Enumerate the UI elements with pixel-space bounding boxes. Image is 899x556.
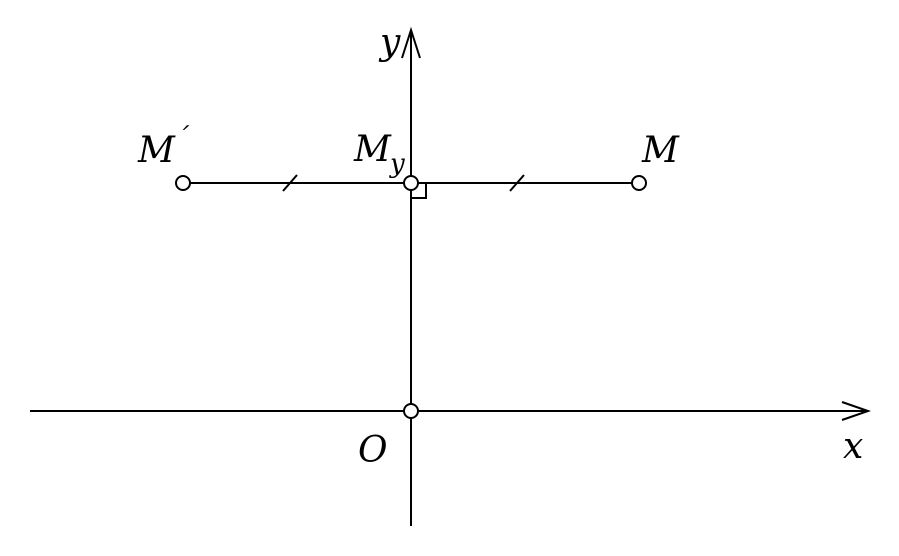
origin-label: O: [358, 430, 388, 471]
point-origin: [403, 403, 419, 419]
point-m-label: M: [641, 130, 680, 171]
y-axis: [401, 26, 421, 526]
right-angle-icon: [411, 183, 427, 199]
point-m-y-label: M: [353, 129, 392, 170]
point-m-y: [403, 175, 419, 191]
tick-mark-right-icon: [509, 174, 525, 192]
y-axis-label: y: [378, 22, 401, 63]
x-axis-label: x: [843, 426, 863, 467]
y-axis-arrow-icon: [401, 26, 421, 59]
x-axis: [30, 401, 872, 421]
point-m-y-subscript: y: [389, 149, 405, 179]
tick-mark-left-icon: [282, 174, 298, 192]
point-m: [631, 175, 647, 191]
point-m-prime: [175, 175, 191, 191]
x-axis-arrow-icon: [841, 401, 872, 421]
point-m-prime-label: M: [137, 130, 176, 171]
point-m-prime-prime-mark: ´: [176, 123, 190, 153]
